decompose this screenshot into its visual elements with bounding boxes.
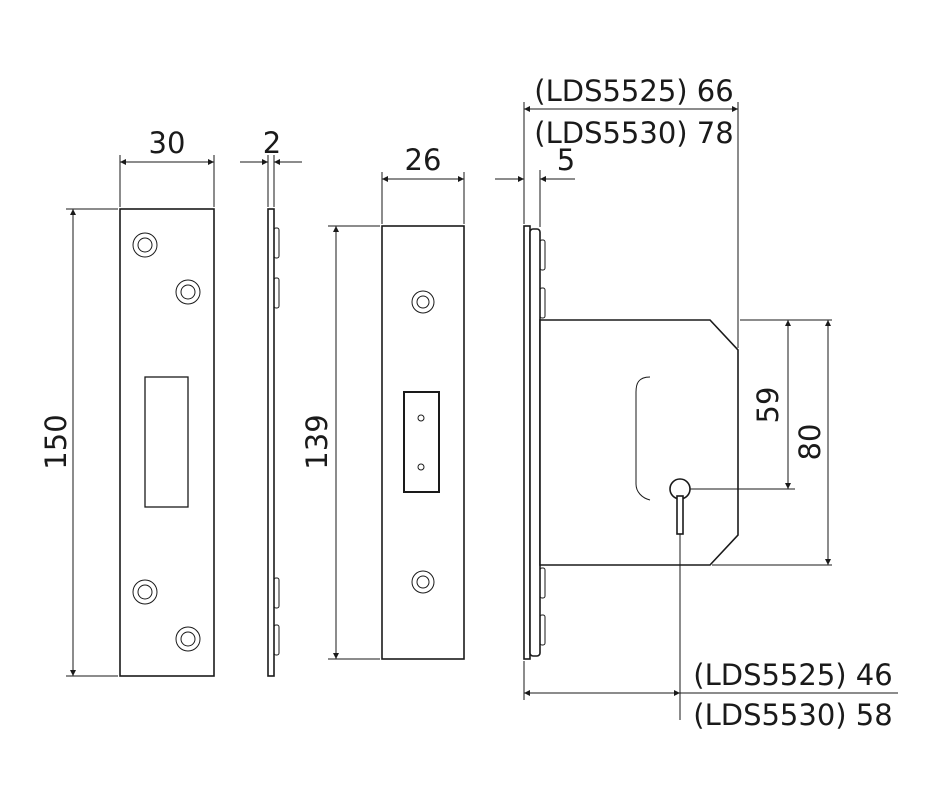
plate-thickness-label: 2 xyxy=(263,126,281,160)
forend-height-label: 139 xyxy=(300,414,334,469)
dimension-lock-forend-thickness: 5 xyxy=(495,102,575,227)
dimension-forend-width: 26 xyxy=(381,143,465,224)
striker-plate-side xyxy=(267,208,280,677)
backset-top-lds5525-label: (LDS5525) 66 xyxy=(534,74,733,108)
backset-bottom-lds5525-label: (LDS5525) 46 xyxy=(693,658,892,692)
dimension-keyhole-to-top: 59 xyxy=(690,319,832,490)
dimension-striker-width: 30 xyxy=(119,126,215,207)
body-height-label: 80 xyxy=(793,424,827,461)
forend-front xyxy=(381,225,465,660)
backset-top-lds5530-label: (LDS5530) 78 xyxy=(534,116,733,150)
keyhole-to-top-label: 59 xyxy=(751,387,785,424)
dimension-body-height: 80 xyxy=(712,320,832,566)
striker-plate-front xyxy=(119,208,215,677)
backset-bottom-lds5530-label: (LDS5530) 58 xyxy=(693,698,892,732)
dimension-plate-thickness: 2 xyxy=(240,126,302,207)
dimension-forend-height: 139 xyxy=(300,225,380,660)
lock-body-side xyxy=(523,225,739,660)
forend-width-label: 26 xyxy=(405,143,442,177)
striker-width-label: 30 xyxy=(149,126,186,160)
lock-forend-thickness-label: 5 xyxy=(557,143,575,177)
dimension-backset-top: (LDS5525) 66 (LDS5530) 78 xyxy=(524,74,739,348)
striker-height-label: 150 xyxy=(39,414,73,469)
dimension-striker-height: 150 xyxy=(39,208,118,677)
dimension-backset-bottom: (LDS5525) 46 (LDS5530) 58 xyxy=(523,534,898,732)
